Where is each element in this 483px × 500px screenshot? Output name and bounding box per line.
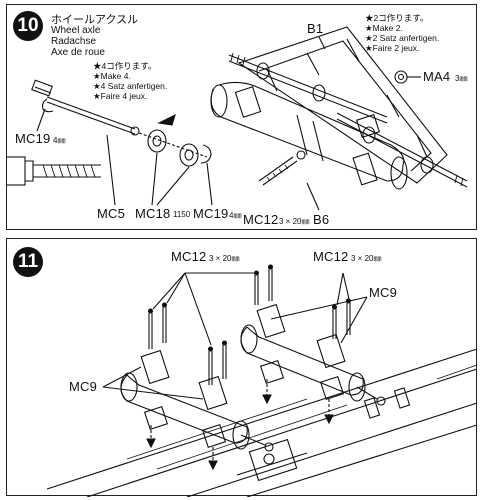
part-label-mc9-right: MC9 (369, 285, 398, 300)
part-label-b1: B1 (307, 21, 324, 36)
note-line: ★Faire 4 jeux. (93, 91, 148, 101)
step-title-de: Radachse (51, 36, 97, 47)
step-10-panel: 10 ホイールアクスル Wheel axle Radachse Axe de r… (6, 4, 477, 230)
part-label-mc19-top: MC19 (15, 131, 51, 146)
step-11-panel: 11 (6, 238, 478, 497)
axle-mounting-diagram (46, 264, 478, 497)
step-title-fr: Axe de roue (51, 47, 105, 58)
part-size-mc18: 1150 (173, 210, 191, 219)
note-line: ★4コ作ります。 (93, 61, 157, 71)
part-label-mc12-left: MC12 (171, 249, 207, 264)
note-line: ★2コ作ります。 (365, 13, 429, 23)
part-size-ma4: 3㎜ (455, 74, 468, 83)
part-label-ma4: MA4 (423, 69, 451, 84)
part-size-mc12-left: 3 × 20㎜ (209, 254, 240, 263)
note-line: ★Make 2. (365, 23, 403, 33)
note-line: ★4 Satz anfertigen. (93, 81, 168, 91)
step-title-jp: ホイールアクスル (51, 14, 139, 26)
wheel-axle-diagram (7, 26, 468, 211)
note-line: ★Make 4. (93, 71, 131, 81)
step-number-11: 11 (13, 247, 43, 277)
part-label-b6: B6 (313, 212, 330, 227)
note-line: ★2 Satz anfertigen. (365, 33, 440, 43)
part-size-mc19-bottom: 4㎜ (229, 211, 242, 220)
part-label-mc19-bottom: MC19 (193, 206, 229, 221)
part-size-mc12-right: 3 × 20㎜ (351, 254, 382, 263)
note-line: ★Faire 2 jeux. (365, 43, 420, 53)
part-size-mc12: 3 × 20㎜ (279, 217, 310, 226)
part-label-mc9-left: MC9 (69, 379, 98, 394)
part-label-mc12-right: MC12 (313, 249, 349, 264)
part-label-mc18: MC18 (135, 206, 171, 221)
part-size-mc19-top: 4㎜ (53, 136, 66, 145)
step-title-en: Wheel axle (51, 25, 101, 36)
part-label-mc12: MC12 (243, 212, 279, 227)
step-number-10: 10 (13, 11, 43, 41)
part-label-mc5: MC5 (97, 206, 126, 221)
